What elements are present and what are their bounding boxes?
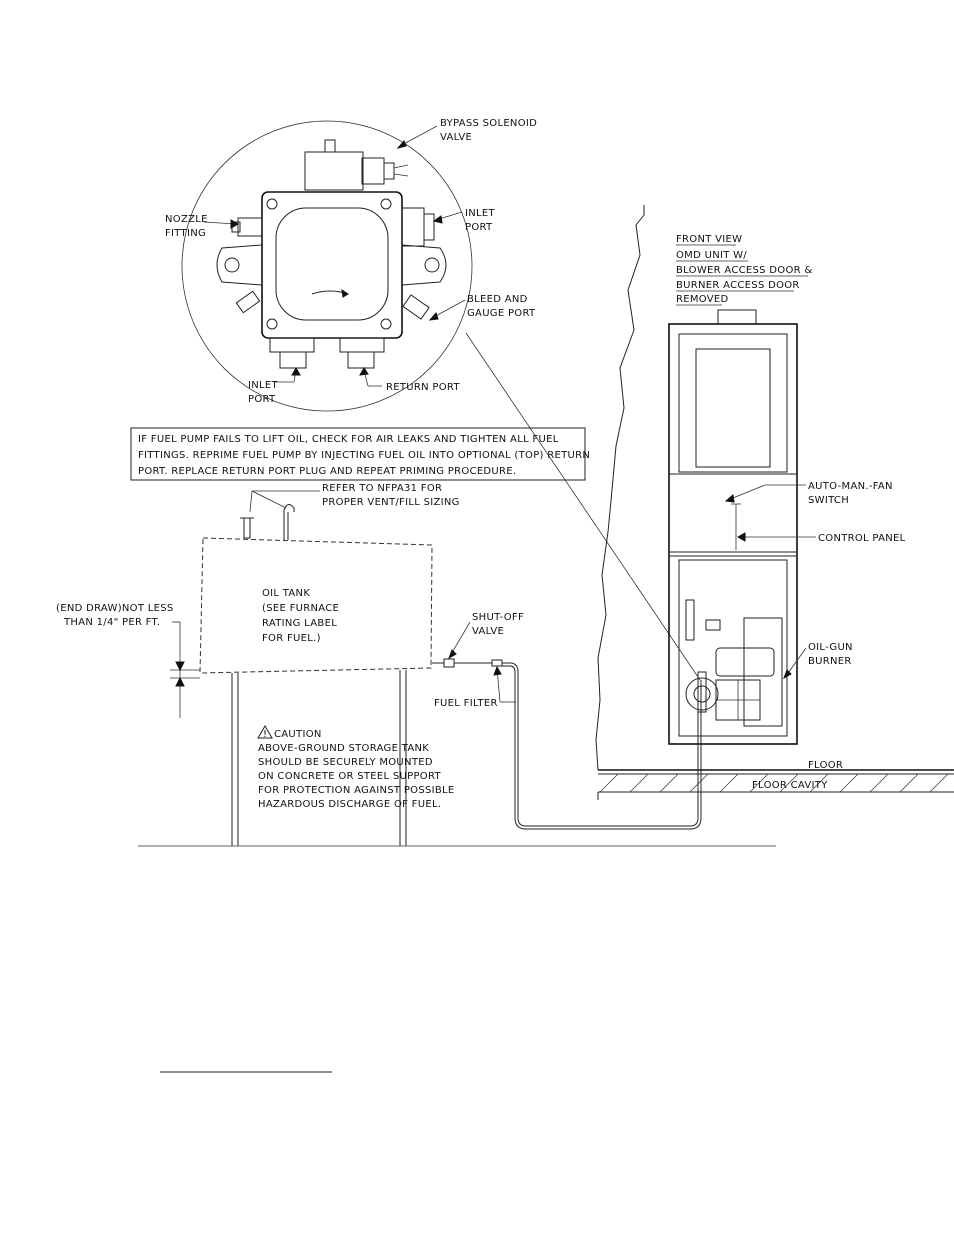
fuel-pump-detail: [181, 120, 473, 412]
inlet-port-bottom-label: INLET: [248, 380, 279, 391]
front-view-label: FRONT VIEW OMD UNIT W/ BLOWER ACCESS DOO…: [676, 234, 812, 306]
note-line-3: PORT. REPLACE RETURN PORT PLUG AND REPEA…: [138, 466, 516, 477]
front-view-line-4: BURNER ACCESS DOOR: [676, 280, 800, 291]
note-line-2: FITTINGS. REPRIME FUEL PUMP BY INJECTING…: [138, 450, 590, 461]
wall-break-line: [595, 205, 645, 771]
fuel-filter-label: FUEL FILTER: [434, 698, 498, 709]
auto-man-fan-label: AUTO-MAN.-FAN: [808, 481, 893, 492]
priming-note-box: IF FUEL PUMP FAILS TO LIFT OIL, CHECK FO…: [130, 427, 590, 481]
end-draw-label: (END DRAW)NOT LESS: [56, 603, 174, 614]
floor-cavity-label: FLOOR CAVITY: [752, 780, 828, 791]
caution-line-1: ABOVE-GROUND STORAGE TANK: [258, 743, 429, 754]
furnace-leaders: [724, 484, 816, 680]
oil-tank-label-2: (SEE FURNACE: [262, 603, 339, 614]
nfpa-label-2: PROPER VENT/FILL SIZING: [322, 497, 460, 508]
bypass-solenoid-label: BYPASS SOLENOID: [440, 118, 537, 129]
oil-gun-label-2: BURNER: [808, 656, 852, 667]
floor: [597, 769, 954, 800]
front-view-line-3: BLOWER ACCESS DOOR &: [676, 265, 812, 276]
fuel-line: [432, 658, 702, 830]
nozzle-fitting-label-2: FITTING: [165, 228, 206, 239]
caution-block: ! CAUTION ABOVE-GROUND STORAGE TANK SHOU…: [257, 725, 455, 810]
pump-leaders: [203, 125, 701, 681]
caution-line-2: SHOULD BE SECURELY MOUNTED: [258, 757, 433, 768]
svg-text:!: !: [263, 729, 267, 740]
end-draw-dimension: [170, 621, 200, 718]
warning-triangle-icon: [257, 725, 273, 739]
shutoff-label-2: VALVE: [472, 626, 504, 637]
shutoff-label: SHUT-OFF: [472, 612, 524, 623]
bleed-gauge-label-2: GAUGE PORT: [467, 308, 536, 319]
caution-line-4: FOR PROTECTION AGAINST POSSIBLE: [258, 785, 455, 796]
oil-gun-label: OIL-GUN: [808, 642, 853, 653]
bleed-gauge-label: BLEED AND: [467, 294, 528, 305]
floor-hatching: [599, 773, 949, 793]
front-view-line-5: REMOVED: [676, 294, 729, 305]
caution-line-5: HAZARDOUS DISCHARGE OF FUEL.: [258, 799, 441, 810]
return-port-label: RETURN PORT: [386, 382, 460, 393]
nozzle-fitting-label: NOZZLE: [165, 214, 208, 225]
auto-man-fan-label-2: SWITCH: [808, 495, 849, 506]
front-view-line-1: FRONT VIEW: [676, 234, 742, 245]
furnace-unit: [668, 309, 798, 745]
bypass-solenoid-label-2: VALVE: [440, 132, 472, 143]
nfpa-label: REFER TO NFPA31 FOR: [322, 483, 442, 494]
inlet-port-right-label: INLET: [465, 208, 496, 219]
inlet-port-bottom-label-2: PORT: [248, 394, 276, 405]
control-panel-label: CONTROL PANEL: [818, 533, 906, 544]
oil-tank-label-3: RATING LABEL: [262, 618, 337, 629]
caution-line-3: ON CONCRETE OR STEEL SUPPORT: [258, 771, 441, 782]
oil-tank-label: OIL TANK: [262, 588, 310, 599]
oil-tank-label-4: FOR FUEL.): [262, 633, 321, 644]
caution-title: CAUTION: [274, 729, 322, 740]
note-line-1: IF FUEL PUMP FAILS TO LIFT OIL, CHECK FO…: [138, 434, 559, 445]
floor-label: FLOOR: [808, 760, 843, 771]
oil-tank: [199, 504, 433, 846]
inlet-port-right-label-2: PORT: [465, 222, 493, 233]
front-view-line-2: OMD UNIT W/: [676, 250, 747, 261]
end-draw-label-2: THAN 1/4" PER FT.: [63, 617, 160, 628]
